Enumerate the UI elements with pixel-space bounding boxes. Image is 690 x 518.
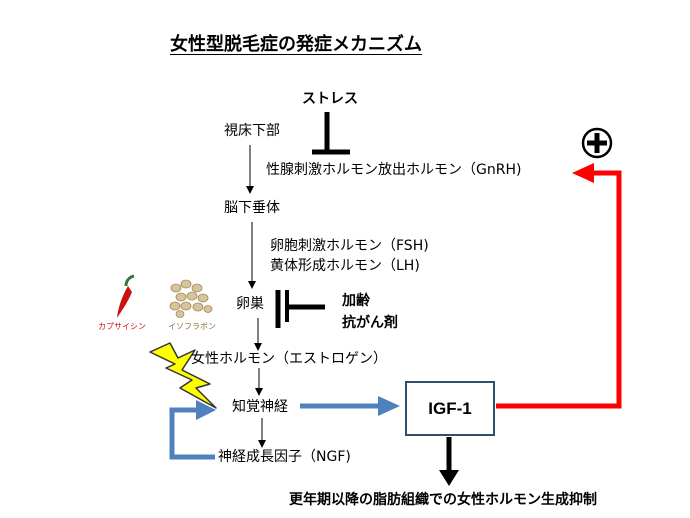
- arrow-igf1-gnrh-head: [572, 163, 594, 183]
- aging-inhibit-symbol: [275, 290, 325, 328]
- aging-label: 加齢: [342, 293, 370, 309]
- arrow-igf1-gnrh: [496, 170, 622, 409]
- lightning-icon: [149, 342, 217, 409]
- arrow-nerve-igf1-head: [378, 396, 400, 416]
- page-title: 女性型脱毛症の発症メカニズム: [170, 34, 422, 55]
- sensory-nerve-label: 知覚神経: [232, 399, 288, 415]
- lh-label: 黄体形成ホルモン（LH): [270, 258, 420, 274]
- estrogen-label: 女性ホルモン（エストロゲン）: [191, 351, 387, 367]
- arrow-igf1-bottom-head: [439, 470, 459, 486]
- arrow-ngf-loop: [169, 407, 215, 460]
- bottom-conclusion: 更年期以降の脂肪組織での女性ホルモン生成抑制: [289, 492, 597, 508]
- igf1-box: IGF-1: [405, 381, 495, 436]
- anticancer-label: 抗がん剤: [342, 315, 398, 331]
- ovary-label: 卵巣: [236, 296, 264, 312]
- pituitary-label: 脳下垂体: [224, 200, 280, 216]
- isoflavone-label: イソフラボン: [168, 322, 216, 331]
- fsh-label: 卵胞刺激ホルモン（FSH): [270, 238, 429, 254]
- pepper-icon: [117, 274, 135, 318]
- arrow-ngf-loop-head: [196, 400, 216, 420]
- ngf-label: 神経成長因子（NGF): [218, 449, 351, 465]
- stress-inhibit-symbol: [312, 112, 350, 155]
- stress-label: ストレス: [302, 91, 358, 107]
- plus-circle-icon: [581, 127, 613, 159]
- hypothalamus-label: 視床下部: [224, 123, 280, 139]
- gnrh-label: 性腺刺激ホルモン放出ホルモン（GnRH): [266, 162, 522, 178]
- soybean-icon: [169, 279, 213, 318]
- capsaicin-label: カプサイシン: [98, 322, 146, 331]
